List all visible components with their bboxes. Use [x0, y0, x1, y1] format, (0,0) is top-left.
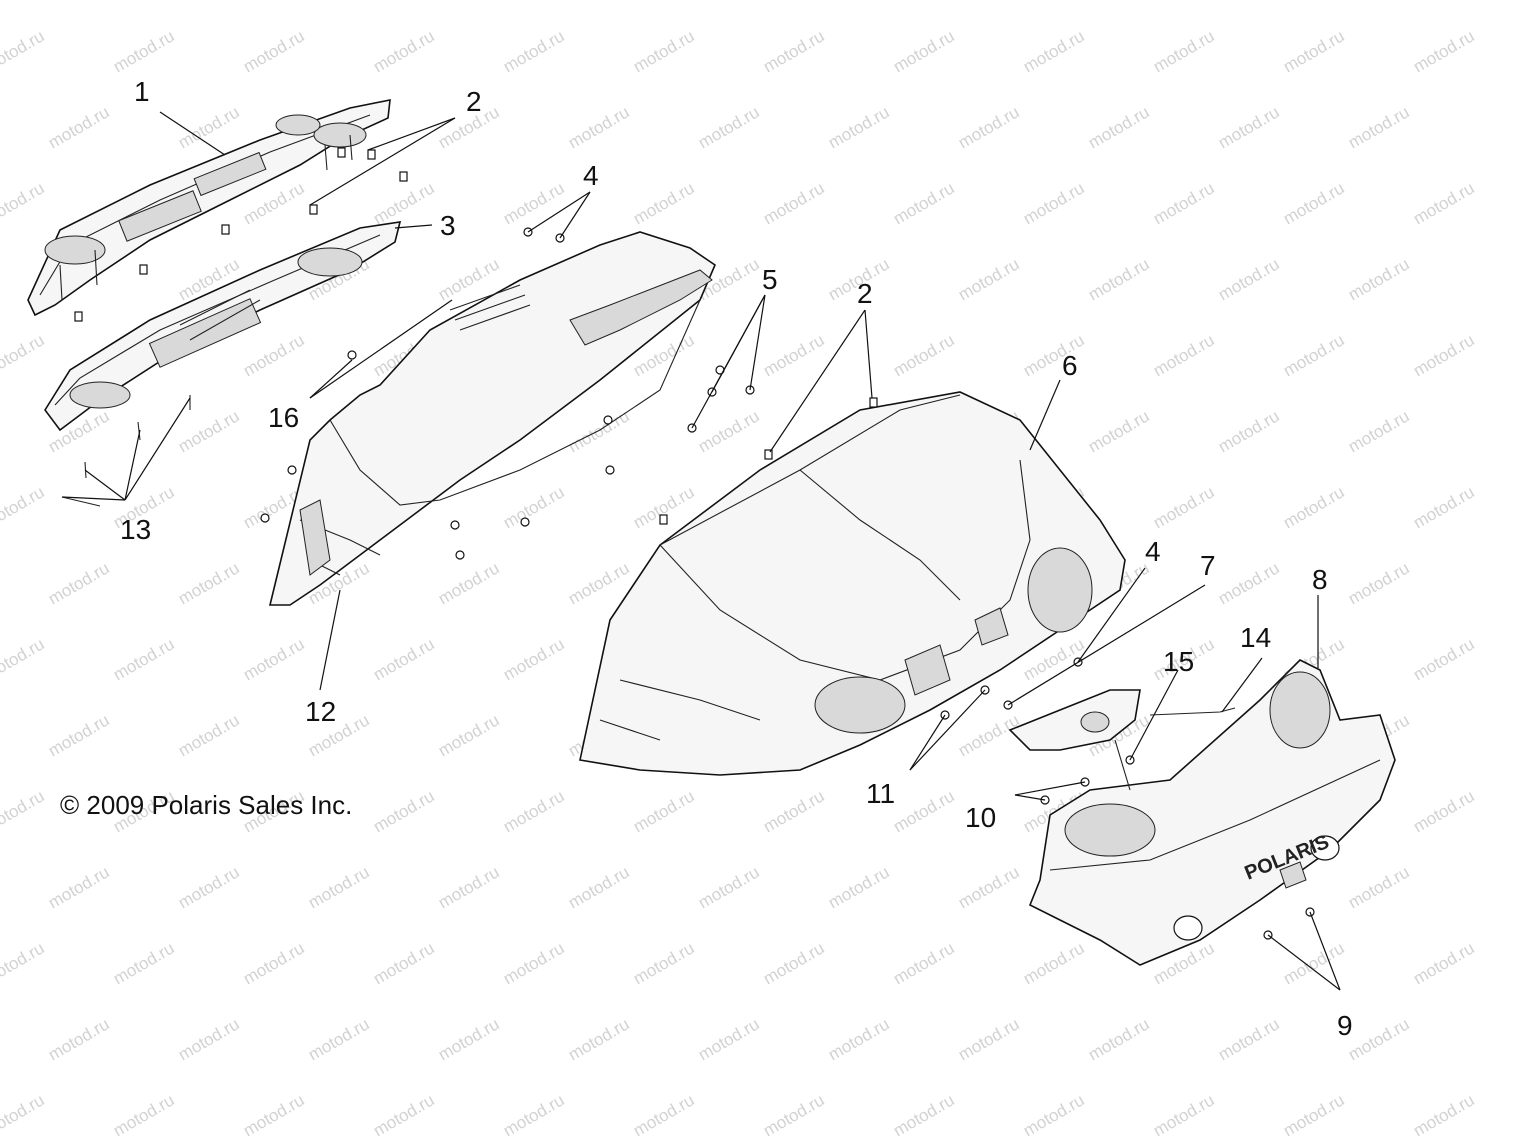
callout-4: 4 [583, 160, 599, 191]
part-8-bumper [1028, 659, 1396, 966]
copyright-text: 2009 Polaris Sales Inc. [86, 790, 353, 820]
callout-6: 6 [1062, 350, 1078, 381]
callout-16: 16 [268, 402, 300, 433]
callout-14: 14 [1240, 622, 1272, 653]
part-dash-panel [268, 231, 716, 606]
callout-1: 1 [134, 76, 150, 107]
callout-13: 13 [120, 514, 152, 545]
callout-5: 5 [762, 264, 778, 295]
leader-lines [61, 111, 1341, 991]
callout-8: 8 [1312, 564, 1328, 595]
part-1-upper-console [27, 99, 391, 317]
callout-15: 15 [1163, 646, 1195, 677]
callout-2: 2 [466, 86, 482, 117]
callout-12: 12 [305, 696, 337, 727]
copyright-symbol: © [60, 790, 80, 820]
callout-4-hood: 4 [1145, 536, 1161, 567]
callout-3: 3 [440, 210, 456, 241]
callout-9: 9 [1337, 1010, 1353, 1041]
callout-10: 10 [965, 802, 997, 833]
part-6-hood [579, 391, 1126, 776]
callout-2-hood: 2 [857, 278, 873, 309]
part-7-bezel [1008, 689, 1141, 751]
part-3-lower-console [44, 221, 402, 432]
copyright-notice: © 2009 Polaris Sales Inc. [60, 790, 352, 821]
callout-7: 7 [1200, 550, 1216, 581]
callout-11: 11 [866, 778, 896, 809]
